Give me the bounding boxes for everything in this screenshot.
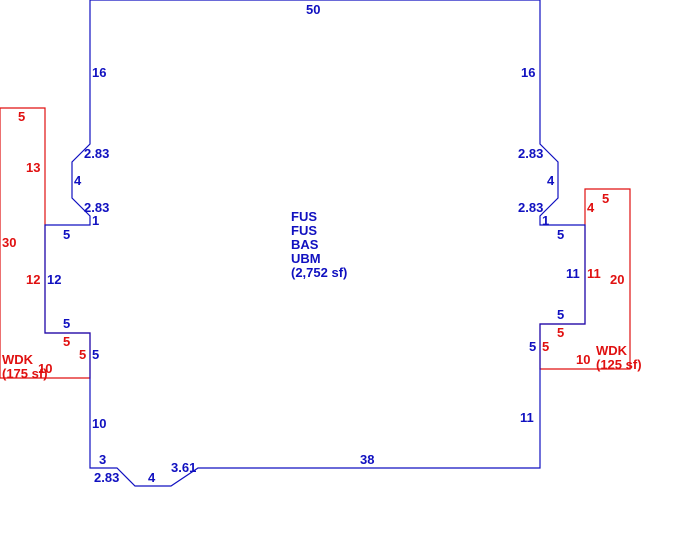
left-deck-area: (175 sf)	[2, 366, 48, 381]
dim-right-deck-left-lower: 5	[542, 339, 549, 354]
dim-main-right-bump-bottom: 5	[557, 307, 564, 322]
dim-left-deck-bottom: 10	[38, 361, 52, 376]
dim-main-left-bump-bottom: 5	[63, 316, 70, 331]
dim-right-deck-step: 5	[557, 325, 564, 340]
dim-main-right-step-1: 1	[542, 213, 549, 228]
dim-main-left-step-3: 3	[99, 452, 106, 467]
dim-main-right-upper: 16	[521, 65, 535, 80]
dim-right-deck-right: 20	[610, 272, 624, 287]
dim-left-deck-step: 5	[63, 334, 70, 349]
dim-left-deck-right-lower: 5	[79, 347, 86, 362]
right-deck-name: WDK	[596, 343, 628, 358]
dim-main-bottom-flat: 4	[148, 470, 156, 485]
dim-right-deck-left-mid: 11	[587, 266, 601, 281]
dim-main-left-chamfer-1: 2.83	[84, 146, 109, 161]
dim-main-left-lower-1: 5	[92, 347, 99, 362]
main-area-size: (2,752 sf)	[291, 265, 347, 280]
main-area-code-2: FUS	[291, 223, 317, 238]
dim-left-deck-left: 30	[2, 235, 16, 250]
main-area-code-4: UBM	[291, 251, 321, 266]
main-area-code-3: BAS	[291, 237, 319, 252]
right-deck-area: (125 sf)	[596, 357, 642, 372]
dim-main-bottom-chamfer-2: 3.61	[171, 460, 196, 475]
dim-main-right-bump-side: 11	[566, 266, 580, 281]
dim-main-right-lower-1: 5	[529, 339, 536, 354]
dim-main-right-bay-side: 4	[547, 173, 555, 188]
dim-left-deck-right-upper: 13	[26, 160, 40, 175]
dim-right-deck-top: 5	[602, 191, 609, 206]
dim-main-right-step-5: 5	[557, 227, 564, 242]
dim-main-left-step-1: 1	[92, 213, 99, 228]
dim-main-bottom-chamfer-1: 2.83	[94, 470, 119, 485]
main-area-code-1: FUS	[291, 209, 317, 224]
dim-right-deck-left-upper: 4	[587, 200, 595, 215]
dim-main-right-lower-2: 11	[520, 410, 534, 425]
dim-main-left-upper: 16	[92, 65, 106, 80]
dim-main-left-bump-side: 12	[47, 272, 61, 287]
dim-left-deck-top: 5	[18, 109, 25, 124]
dim-main-left-step-5: 5	[63, 227, 70, 242]
left-deck-name: WDK	[2, 352, 34, 367]
dim-main-right-chamfer-1: 2.83	[518, 146, 543, 161]
dim-main-top: 50	[306, 2, 320, 17]
dim-main-left-lower-2: 10	[92, 416, 106, 431]
dim-right-deck-bottom: 10	[576, 352, 590, 367]
main-building-outline	[44, 0, 586, 487]
dim-main-bottom: 38	[360, 452, 374, 467]
dim-left-deck-right-mid: 12	[26, 272, 40, 287]
dim-main-right-chamfer-2: 2.83	[518, 200, 543, 215]
dim-main-left-bay-side: 4	[74, 173, 82, 188]
dim-main-left-chamfer-2: 2.83	[84, 200, 109, 215]
